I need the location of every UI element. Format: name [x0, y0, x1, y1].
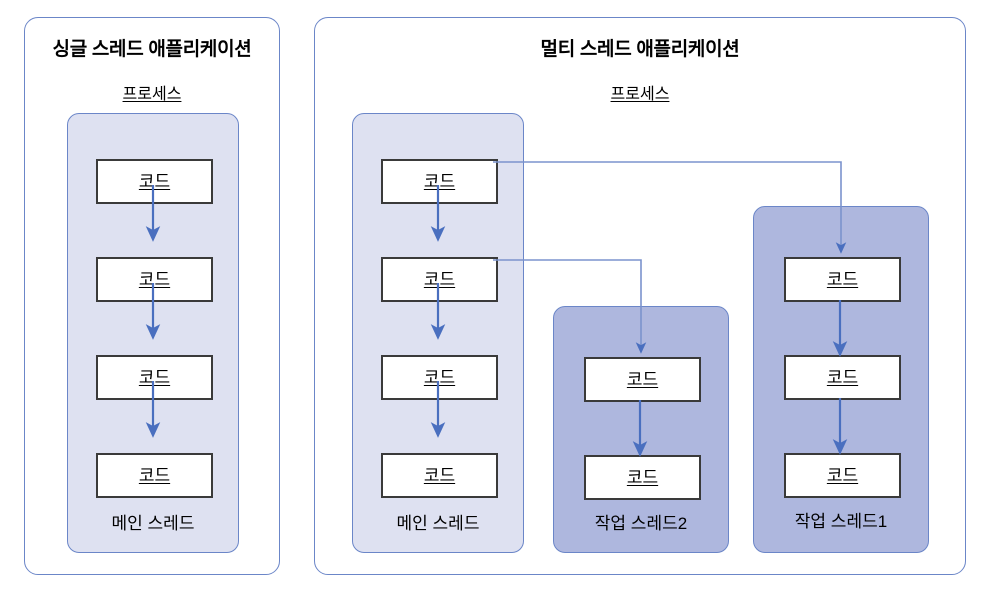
code-block-label: 코드: [138, 270, 171, 289]
worker-thread-2-container: 코드 코드 작업 스레드2: [553, 306, 729, 553]
code-block-label: 코드: [423, 466, 456, 485]
code-block-label: 코드: [826, 466, 859, 485]
code-block-label: 코드: [626, 468, 659, 487]
code-block-label: 코드: [423, 368, 456, 387]
code-block: 코드: [381, 355, 498, 400]
code-block: 코드: [784, 453, 901, 498]
worker-thread-1-container: 코드 코드 코드 작업 스레드1: [753, 206, 929, 553]
multi-main-thread-container: 코드 코드 코드 코드 메인 스레드: [352, 113, 524, 553]
code-block: 코드: [584, 357, 701, 402]
code-block: 코드: [96, 355, 213, 400]
code-block-label: 코드: [826, 270, 859, 289]
code-block: 코드: [381, 453, 498, 498]
single-main-thread-label: 메인 스레드: [111, 514, 195, 533]
code-block-label: 코드: [423, 172, 456, 191]
worker-thread-1-label: 작업 스레드1: [794, 512, 888, 531]
code-block: 코드: [96, 159, 213, 204]
multi-main-thread-label: 메인 스레드: [396, 514, 480, 533]
single-thread-application-panel: 싱글 스레드 애플리케이션 프로세스 코드 코드 코드 코드 메인 스레드: [24, 17, 280, 575]
multi-thread-panel-title: 멀티 스레드 애플리케이션: [540, 39, 740, 60]
multi-thread-process-label: 프로세스: [610, 86, 670, 103]
code-block: 코드: [96, 257, 213, 302]
single-thread-panel-title: 싱글 스레드 애플리케이션: [52, 39, 252, 60]
code-block-label: 코드: [423, 270, 456, 289]
worker-thread-2-label: 작업 스레드2: [594, 514, 688, 533]
multi-thread-application-panel: 멀티 스레드 애플리케이션 프로세스 코드 코드 코드 코드 메인 스레드 코드: [314, 17, 966, 575]
code-block: 코드: [381, 257, 498, 302]
code-block: 코드: [584, 455, 701, 500]
code-block-label: 코드: [138, 368, 171, 387]
code-block-label: 코드: [138, 466, 171, 485]
single-main-thread-container: 코드 코드 코드 코드 메인 스레드: [67, 113, 239, 553]
code-block-label: 코드: [138, 172, 171, 191]
code-block: 코드: [96, 453, 213, 498]
single-thread-process-label: 프로세스: [122, 86, 182, 103]
code-block: 코드: [784, 257, 901, 302]
code-block-label: 코드: [826, 368, 859, 387]
code-block: 코드: [381, 159, 498, 204]
code-block-label: 코드: [626, 370, 659, 389]
code-block: 코드: [784, 355, 901, 400]
